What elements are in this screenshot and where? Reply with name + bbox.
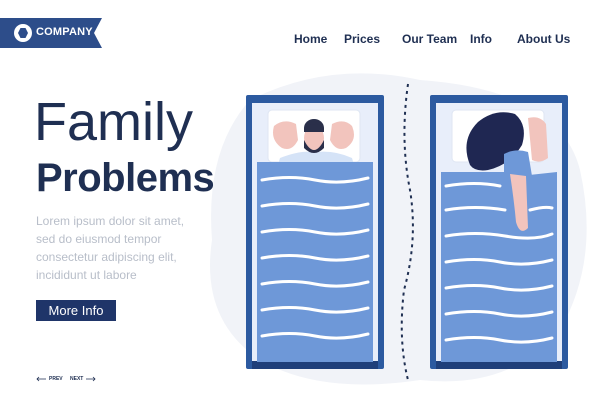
arrow-left-icon — [36, 376, 46, 382]
left-bed — [246, 95, 384, 369]
prev-label: PREV — [49, 376, 63, 382]
nav-home[interactable]: Home — [294, 32, 328, 46]
right-bed — [430, 95, 568, 369]
body-line: Lorem ipsum dolor sit amet, — [36, 214, 185, 228]
hero-title-line1: Family — [34, 92, 193, 152]
nav-prices[interactable]: Prices — [344, 32, 381, 46]
hero-title-line2: Problems — [36, 156, 215, 200]
body-line: consectetur adipiscing elit, — [36, 250, 177, 264]
hero-body-text: Lorem ipsum dolor sit amet, sed do eiusm… — [36, 212, 206, 284]
hexagon-icon — [18, 28, 28, 38]
company-name: COMPANY — [36, 26, 93, 38]
arrow-right-icon — [86, 376, 96, 382]
nav-about-us[interactable]: About Us — [517, 32, 571, 46]
body-line: incididunt ut labore — [36, 268, 137, 282]
prev-link[interactable]: PREV — [36, 376, 63, 382]
nav-our-team[interactable]: Our Team — [402, 32, 458, 46]
nav-info[interactable]: Info — [470, 32, 492, 46]
next-link[interactable]: NEXT — [70, 376, 96, 382]
main-nav: Home Prices Our Team Info About Us — [280, 32, 580, 48]
body-line: sed do eiusmod tempor — [36, 232, 162, 246]
company-logo[interactable]: COMPANY — [0, 18, 102, 48]
more-info-button[interactable]: More Info — [36, 300, 116, 321]
next-label: NEXT — [70, 376, 84, 382]
couple-beds-illustration — [210, 73, 587, 385]
